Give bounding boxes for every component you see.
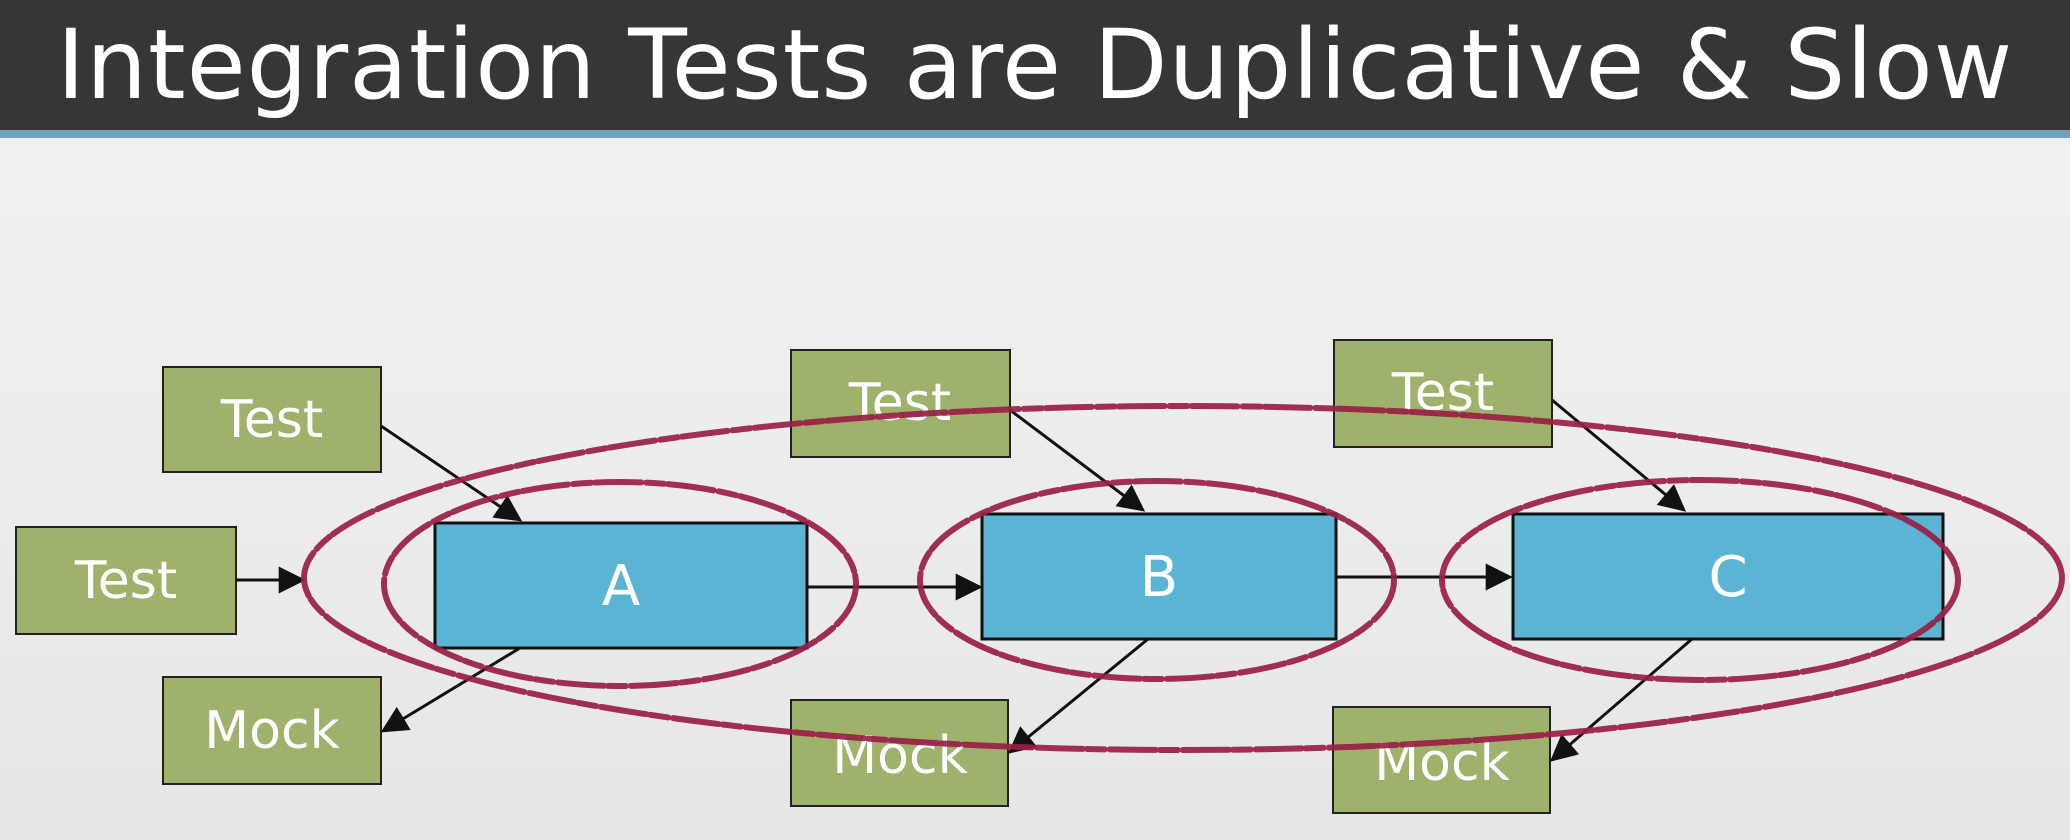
test-box-b-top: Test xyxy=(790,349,1011,458)
ellipse-a xyxy=(381,479,859,689)
title-bar: Integration Tests are Duplicative & Slow xyxy=(0,0,2070,138)
test-label: Test xyxy=(74,551,177,611)
ellipse-all xyxy=(301,403,2065,753)
ellipse-c xyxy=(1439,477,1961,683)
slide-title: Integration Tests are Duplicative & Slow xyxy=(56,9,2014,121)
mock-box-a: Mock xyxy=(162,676,382,785)
mock-box-c: Mock xyxy=(1332,706,1551,814)
test-box-c-top: Test xyxy=(1333,339,1553,448)
component-c: C xyxy=(1511,512,1945,641)
test-box-a-top: Test xyxy=(162,366,382,473)
component-label: B xyxy=(1140,545,1178,610)
component-a: A xyxy=(433,521,809,650)
test-label: Test xyxy=(220,390,323,450)
arrow-b-to-mock xyxy=(1007,637,1149,754)
arrow-c-to-mock xyxy=(1549,637,1693,762)
arrow-a-to-mock xyxy=(380,646,521,733)
arrow-test-to-a xyxy=(380,424,523,522)
component-b: B xyxy=(980,512,1338,641)
arrow-test-to-b xyxy=(1009,408,1146,512)
test-box-a-left: Test xyxy=(15,526,237,635)
mock-label: Mock xyxy=(204,701,339,761)
arrow-test-to-c xyxy=(1551,398,1687,512)
test-label: Test xyxy=(848,373,951,433)
component-label: C xyxy=(1708,545,1747,610)
mock-box-b: Mock xyxy=(790,699,1009,807)
ellipse-b xyxy=(917,478,1397,682)
component-label: A xyxy=(602,554,640,619)
